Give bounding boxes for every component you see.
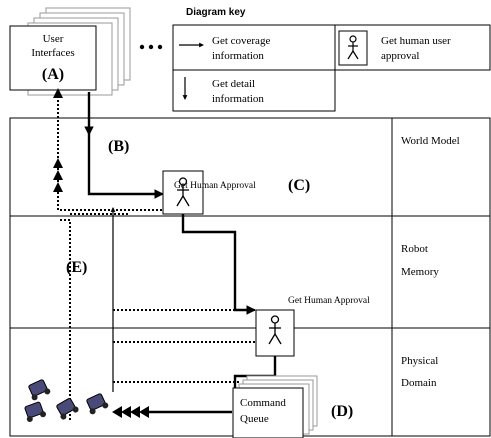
user-interfaces-box — [9, 25, 97, 91]
region-label-robot-memory-2: Memory — [401, 266, 439, 278]
queue-label-1: Command — [240, 397, 286, 409]
robot-icon — [28, 379, 51, 401]
command-queue-box — [232, 387, 304, 438]
marker-d: (D) — [331, 403, 353, 420]
marker-c: (C) — [288, 177, 310, 194]
stick-figure-icon — [176, 177, 190, 207]
key-coverage-2: information — [212, 50, 264, 62]
robot-icon — [24, 401, 46, 422]
robot-icon — [56, 398, 79, 420]
diagram-key-title: Diagram key — [186, 7, 246, 18]
user-interfaces-stack — [9, 7, 131, 96]
coverage-flow-paths — [53, 88, 255, 420]
key-detail-1: Get detail — [212, 78, 255, 90]
ellipsis-dots — [139, 44, 163, 50]
ui-label-1: User — [43, 33, 64, 45]
key-coverage-1: Get coverage — [212, 35, 270, 47]
region-label-physical-1: Physical — [401, 355, 438, 367]
key-approval-2: approval — [381, 50, 419, 62]
diagram-key — [172, 24, 491, 112]
queue-label-2: Queue — [240, 413, 269, 425]
robot-icon — [86, 393, 109, 415]
approval-label-upper: Get Human Approval — [174, 181, 256, 191]
stick-figure-icon — [347, 35, 359, 60]
key-detail-2: information — [212, 93, 264, 105]
approval-label-lower: Get Human Approval — [288, 296, 370, 306]
marker-e: (E) — [66, 259, 87, 276]
region-label-world-model: World Model — [401, 135, 460, 147]
region-label-physical-2: Domain — [401, 377, 437, 389]
key-approval-1: Get human user — [381, 35, 451, 47]
queue-to-robots-arrows — [112, 406, 232, 418]
marker-a: (A) — [42, 66, 64, 83]
marker-b: (B) — [108, 138, 129, 155]
stick-figure-icon — [268, 315, 282, 345]
region-label-robot-memory-1: Robot — [401, 243, 428, 255]
ui-label-2: Interfaces — [31, 47, 74, 59]
command-queue-stack — [232, 375, 318, 438]
